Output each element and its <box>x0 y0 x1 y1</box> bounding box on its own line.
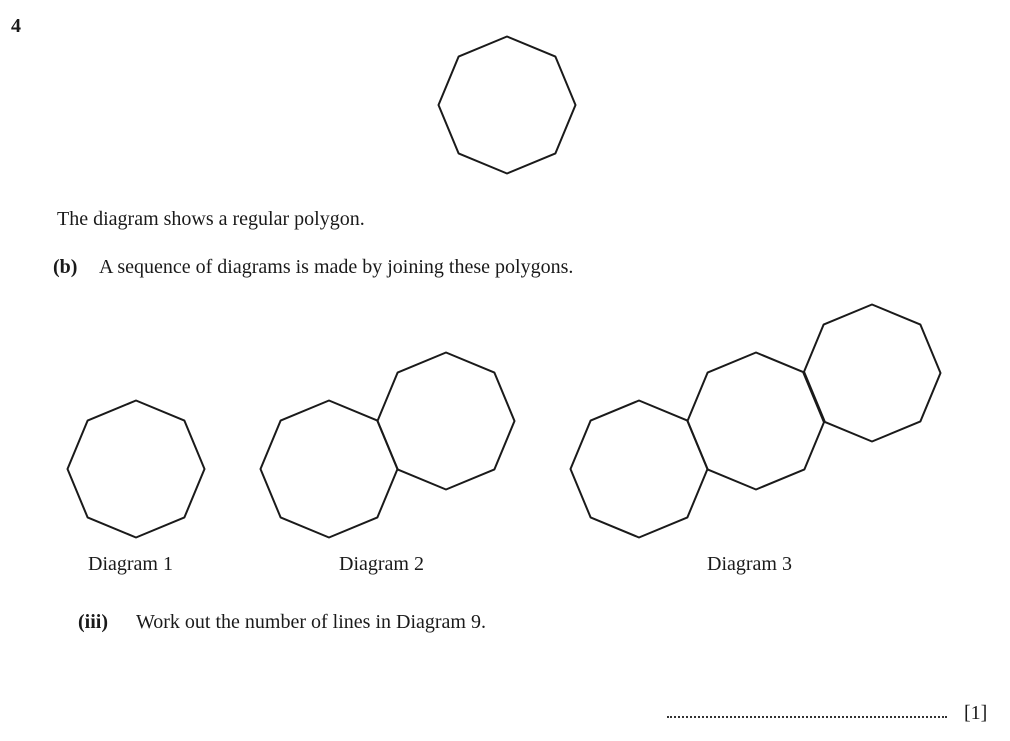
marks: [1] <box>964 702 988 724</box>
diagram-1-octagon <box>66 399 206 539</box>
diagram-3-label: Diagram 3 <box>707 553 792 575</box>
diagram-1-label: Diagram 1 <box>88 553 173 575</box>
answer-line[interactable] <box>667 716 947 718</box>
intro-text: The diagram shows a regular polygon. <box>57 208 365 230</box>
part-iii-text: Work out the number of lines in Diagram … <box>136 611 486 633</box>
question-number: 4 <box>11 15 21 37</box>
part-b-label: (b) <box>53 256 78 278</box>
diagram-2-octagon <box>376 351 516 491</box>
part-iii-label: (iii) <box>78 611 108 633</box>
regular-octagon <box>437 35 577 175</box>
diagram-3-octagon <box>802 303 942 443</box>
diagram-2-label: Diagram 2 <box>339 553 424 575</box>
part-b-text: A sequence of diagrams is made by joinin… <box>99 256 574 278</box>
